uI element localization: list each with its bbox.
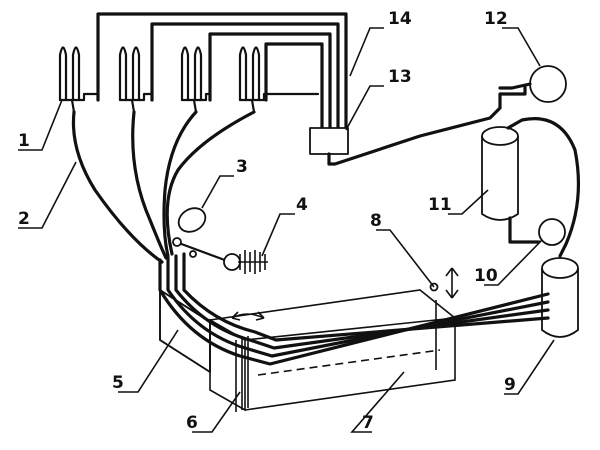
teat-cup-3 xyxy=(180,46,212,114)
teat-cup-1 xyxy=(58,46,100,114)
label-8: 8 xyxy=(370,211,382,231)
gauge-12 xyxy=(529,65,567,103)
brush-hub xyxy=(223,253,241,271)
label-2: 2 xyxy=(18,209,30,229)
teat-cup-2 xyxy=(118,46,154,114)
label-14: 14 xyxy=(388,9,412,29)
teat-cup-4 xyxy=(238,46,320,114)
brush-assembly xyxy=(172,207,268,274)
controller-box xyxy=(309,127,349,155)
receiver-11 xyxy=(481,117,580,258)
vertical-arrow xyxy=(445,267,459,299)
leader-lines xyxy=(18,27,555,433)
rotation-arrow xyxy=(231,311,265,321)
header-manifold xyxy=(96,12,348,130)
gauge-10 xyxy=(538,218,566,246)
label-7: 7 xyxy=(362,413,374,433)
label-9: 9 xyxy=(504,375,516,395)
label-11: 11 xyxy=(428,195,452,215)
label-5: 5 xyxy=(112,373,124,393)
label-10: 10 xyxy=(474,266,498,286)
labels: 1 2 3 4 5 6 7 8 9 10 11 12 13 14 xyxy=(18,9,516,433)
trough-7 xyxy=(209,282,456,412)
label-1: 1 xyxy=(18,131,30,151)
pulsator-3 xyxy=(177,207,207,233)
teat-cup-group xyxy=(58,46,320,114)
milk-hoses xyxy=(71,110,256,264)
label-4: 4 xyxy=(296,195,308,215)
controller-line xyxy=(327,84,527,166)
tank-9 xyxy=(541,257,579,338)
label-12: 12 xyxy=(484,9,508,29)
label-3: 3 xyxy=(236,157,248,177)
label-13: 13 xyxy=(388,67,412,87)
divider-6 xyxy=(235,336,249,412)
label-6: 6 xyxy=(186,413,198,433)
